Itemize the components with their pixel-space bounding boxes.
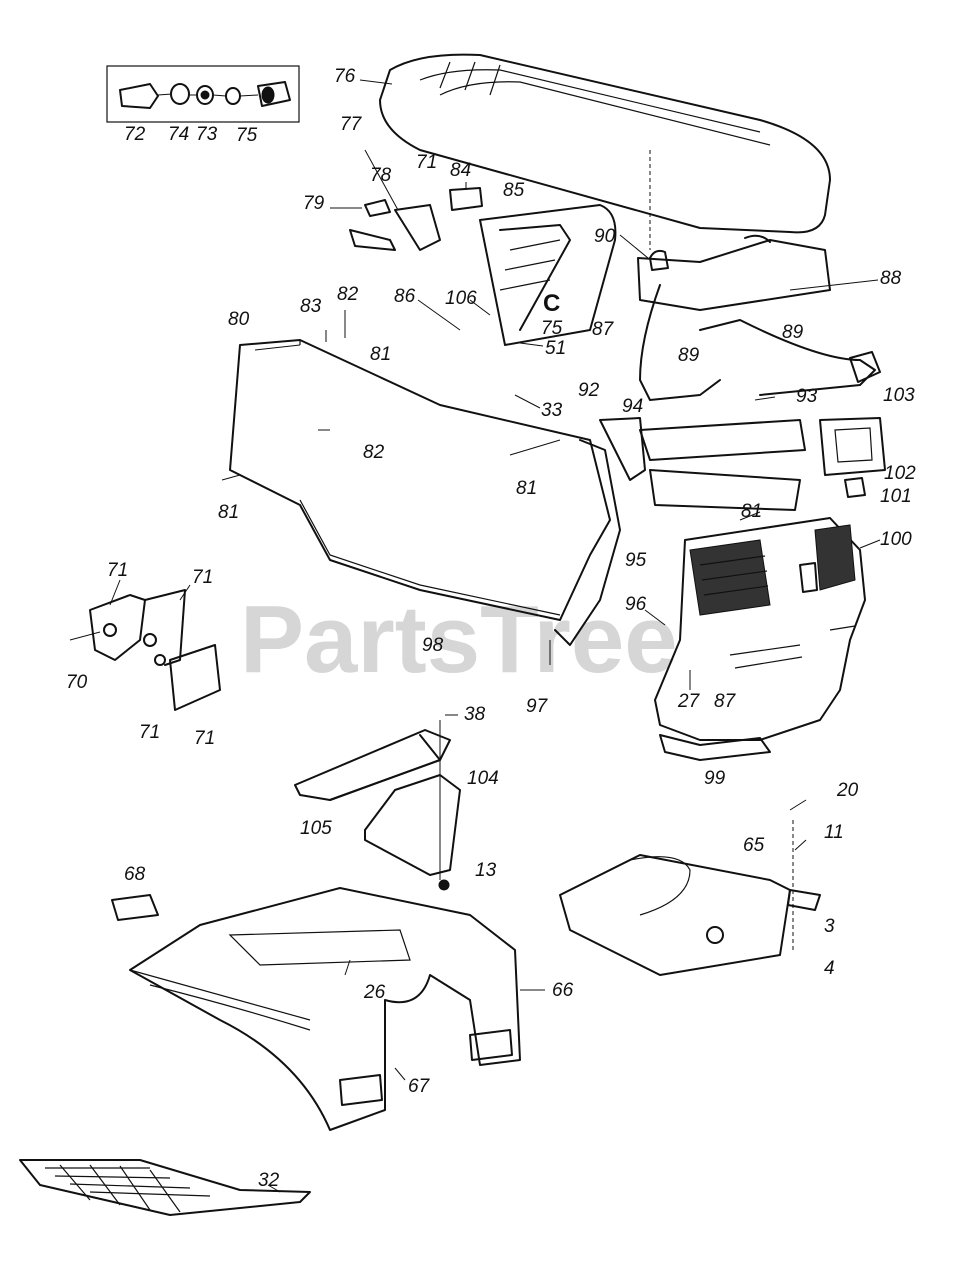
callout-105[interactable]: 105 — [300, 818, 332, 839]
washer-part — [170, 83, 190, 105]
callout-89-b[interactable]: 89 — [678, 345, 700, 366]
part-78 — [364, 199, 391, 217]
callout-81-d[interactable]: 81 — [741, 501, 762, 522]
callout-68[interactable]: 68 — [124, 864, 146, 885]
callout-93[interactable]: 93 — [796, 386, 818, 407]
callout-100[interactable]: 100 — [880, 529, 912, 550]
callout-3[interactable]: 3 — [824, 916, 835, 937]
light-103 — [819, 417, 886, 476]
steering-bracket-88 — [637, 234, 881, 401]
callout-84[interactable]: 84 — [450, 160, 471, 181]
bracket-104-105 — [294, 720, 461, 891]
callout-96[interactable]: 96 — [625, 594, 647, 615]
callout-89[interactable]: 89 — [782, 322, 804, 343]
callout-95[interactable]: 95 — [625, 550, 647, 571]
callout-81-c[interactable]: 81 — [218, 502, 239, 523]
callout-82[interactable]: 82 — [337, 284, 359, 305]
inset-frame — [106, 65, 300, 123]
grille-100 — [654, 417, 886, 761]
callout-97[interactable]: 97 — [526, 696, 549, 717]
callout-90[interactable]: 90 — [594, 226, 616, 247]
leader-lines — [221, 79, 881, 1193]
callout-82-b[interactable]: 82 — [363, 442, 385, 463]
callout-71-c[interactable]: 71 — [192, 567, 213, 588]
dash-upper-parts — [330, 149, 617, 346]
callout-83[interactable]: 83 — [300, 296, 322, 317]
fender-66 — [111, 887, 521, 1131]
callout-77[interactable]: 77 — [340, 114, 363, 135]
callout-74[interactable]: 74 — [168, 124, 189, 145]
callout-94[interactable]: 94 — [622, 396, 643, 417]
callout-38[interactable]: 38 — [464, 704, 486, 725]
callout-71-d[interactable]: 71 — [139, 722, 160, 743]
callout-102[interactable]: 102 — [884, 463, 916, 484]
reflector-68 — [111, 894, 159, 921]
callout-75-b[interactable]: 75 — [541, 318, 563, 339]
footplate-32 — [19, 1159, 311, 1216]
callout-101[interactable]: 101 — [880, 486, 912, 507]
callout-92[interactable]: 92 — [578, 380, 600, 401]
part-84 — [449, 187, 483, 211]
ignition-switch-part — [257, 81, 291, 107]
callout-51[interactable]: 51 — [545, 338, 566, 359]
callout-20[interactable]: 20 — [836, 780, 859, 801]
socket-101 — [844, 477, 866, 498]
callout-81[interactable]: 81 — [370, 344, 391, 365]
callout-85[interactable]: 85 — [503, 180, 525, 201]
callout-67[interactable]: 67 — [408, 1076, 431, 1097]
callout-65[interactable]: 65 — [743, 835, 765, 856]
callout-33[interactable]: 33 — [541, 400, 563, 421]
callout-106[interactable]: 106 — [445, 288, 477, 309]
callout-70[interactable]: 70 — [66, 672, 88, 693]
frame-65 — [559, 820, 821, 976]
watermark: PartsTree — [240, 586, 678, 693]
callout-73[interactable]: 73 — [196, 124, 218, 145]
callout-66[interactable]: 66 — [552, 980, 574, 1001]
callout-labels: 72 74 73 75 76 77 78 71 84 85 79 90 88 8… — [66, 66, 916, 1191]
ignition-key-part — [119, 83, 159, 109]
callout-79[interactable]: 79 — [303, 193, 325, 214]
callout-32[interactable]: 32 — [258, 1170, 280, 1191]
callout-11[interactable]: 11 — [824, 822, 844, 843]
callout-71-b[interactable]: 71 — [107, 560, 128, 581]
callout-88[interactable]: 88 — [880, 268, 902, 289]
callout-72[interactable]: 72 — [124, 124, 146, 145]
callout-98[interactable]: 98 — [422, 635, 444, 656]
callout-99[interactable]: 99 — [704, 768, 726, 789]
callout-27[interactable]: 27 — [677, 691, 701, 712]
callout-76[interactable]: 76 — [334, 66, 356, 87]
linkage-71 — [69, 579, 221, 711]
callout-71-e[interactable]: 71 — [194, 728, 215, 749]
callout-87[interactable]: 87 — [592, 319, 615, 340]
callout-81-b[interactable]: 81 — [516, 478, 537, 499]
callout-C[interactable]: C — [543, 290, 560, 317]
callout-26[interactable]: 26 — [363, 982, 386, 1003]
part-79 — [349, 229, 396, 251]
callout-71[interactable]: 71 — [416, 152, 437, 173]
callout-78[interactable]: 78 — [370, 165, 392, 186]
hood-76 — [379, 53, 831, 250]
dashboard-panel-98 — [229, 339, 806, 646]
callout-104[interactable]: 104 — [467, 768, 499, 789]
callout-86[interactable]: 86 — [394, 286, 416, 307]
callout-87-b[interactable]: 87 — [714, 691, 737, 712]
callout-75[interactable]: 75 — [236, 125, 258, 146]
callout-103[interactable]: 103 — [883, 385, 915, 406]
bumper-99 — [659, 734, 771, 761]
ignition-switch-inset — [106, 65, 300, 123]
nut-13 — [438, 879, 450, 891]
callout-4[interactable]: 4 — [824, 958, 835, 979]
callout-80[interactable]: 80 — [228, 309, 250, 330]
callout-13[interactable]: 13 — [475, 860, 497, 881]
